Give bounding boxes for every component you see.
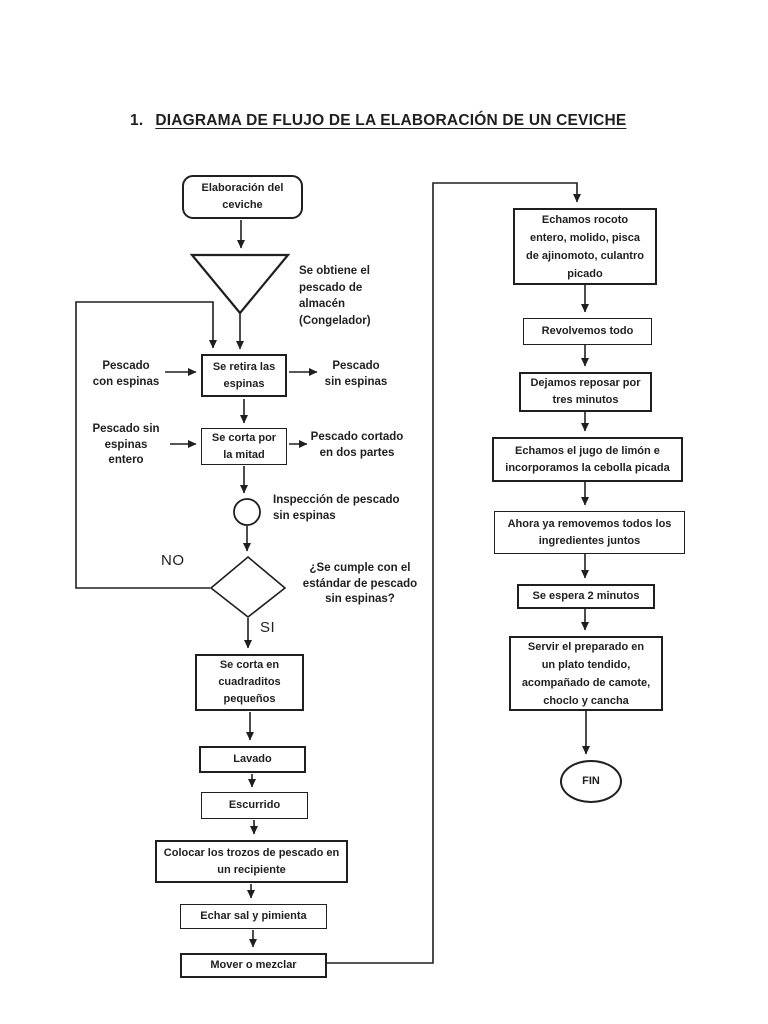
wait-two-node: Se espera 2 minutos — [517, 584, 655, 609]
end-node: FIN — [560, 760, 622, 803]
serve-node: Servir el preparado en un plato tendido,… — [509, 636, 663, 711]
inspection-label: Inspección de pescado sin espinas — [273, 494, 400, 522]
cut-cubes-node: Se corta en cuadraditos pequeños — [195, 654, 304, 711]
add-rocoto-node: Echamos rocoto entero, molido, pisca de … — [513, 208, 657, 285]
inspection-circle — [233, 498, 261, 526]
storage-triangle — [189, 253, 291, 315]
add-lime-node: Echamos el jugo de limón e incorporamos … — [492, 437, 683, 482]
start-node: Elaboración del ceviche — [182, 175, 303, 219]
page-title: 1. DIAGRAMA DE FLUJO DE LA ELABORACIÓN DE… — [130, 112, 626, 130]
mix-node: Mover o mezclar — [180, 953, 327, 978]
drain-node: Escurrido — [201, 792, 308, 819]
place-container-node: Colocar los trozos de pescado en un reci… — [155, 840, 348, 883]
fish-no-bones-label: Pescado sin espinas — [324, 360, 388, 388]
fish-cut-label: Pescado cortado en dos partes — [310, 431, 404, 459]
connector-mix-to-rocoto — [327, 182, 581, 964]
title-number: 1. — [130, 112, 144, 129]
fish-with-bones-label: Pescado con espinas — [92, 360, 160, 388]
no-feedback-line — [75, 301, 217, 589]
no-branch-label: NO — [161, 552, 185, 569]
title-text: DIAGRAMA DE FLUJO DE LA ELABORACIÓN DE U… — [155, 112, 627, 129]
storage-annotation: Se obtiene el pescado de almacén (Congel… — [299, 265, 371, 327]
salt-pepper-node: Echar sal y pimienta — [180, 904, 327, 929]
decision-question-label: ¿Se cumple con el estándar de pescado si… — [302, 562, 418, 605]
decision-diamond — [209, 555, 287, 619]
fish-whole-label: Pescado sin espinas entero — [92, 423, 160, 466]
stir-ingredients-node: Ahora ya removemos todos los ingrediente… — [494, 511, 685, 554]
wash-node: Lavado — [199, 746, 306, 773]
stir-all-node: Revolvemos todo — [523, 318, 652, 345]
si-branch-label: SI — [260, 619, 276, 636]
cut-half-node: Se corta por la mitad — [201, 428, 287, 465]
remove-bones-node: Se retira las espinas — [201, 354, 287, 397]
rest-three-node: Dejamos reposar por tres minutos — [519, 372, 652, 412]
